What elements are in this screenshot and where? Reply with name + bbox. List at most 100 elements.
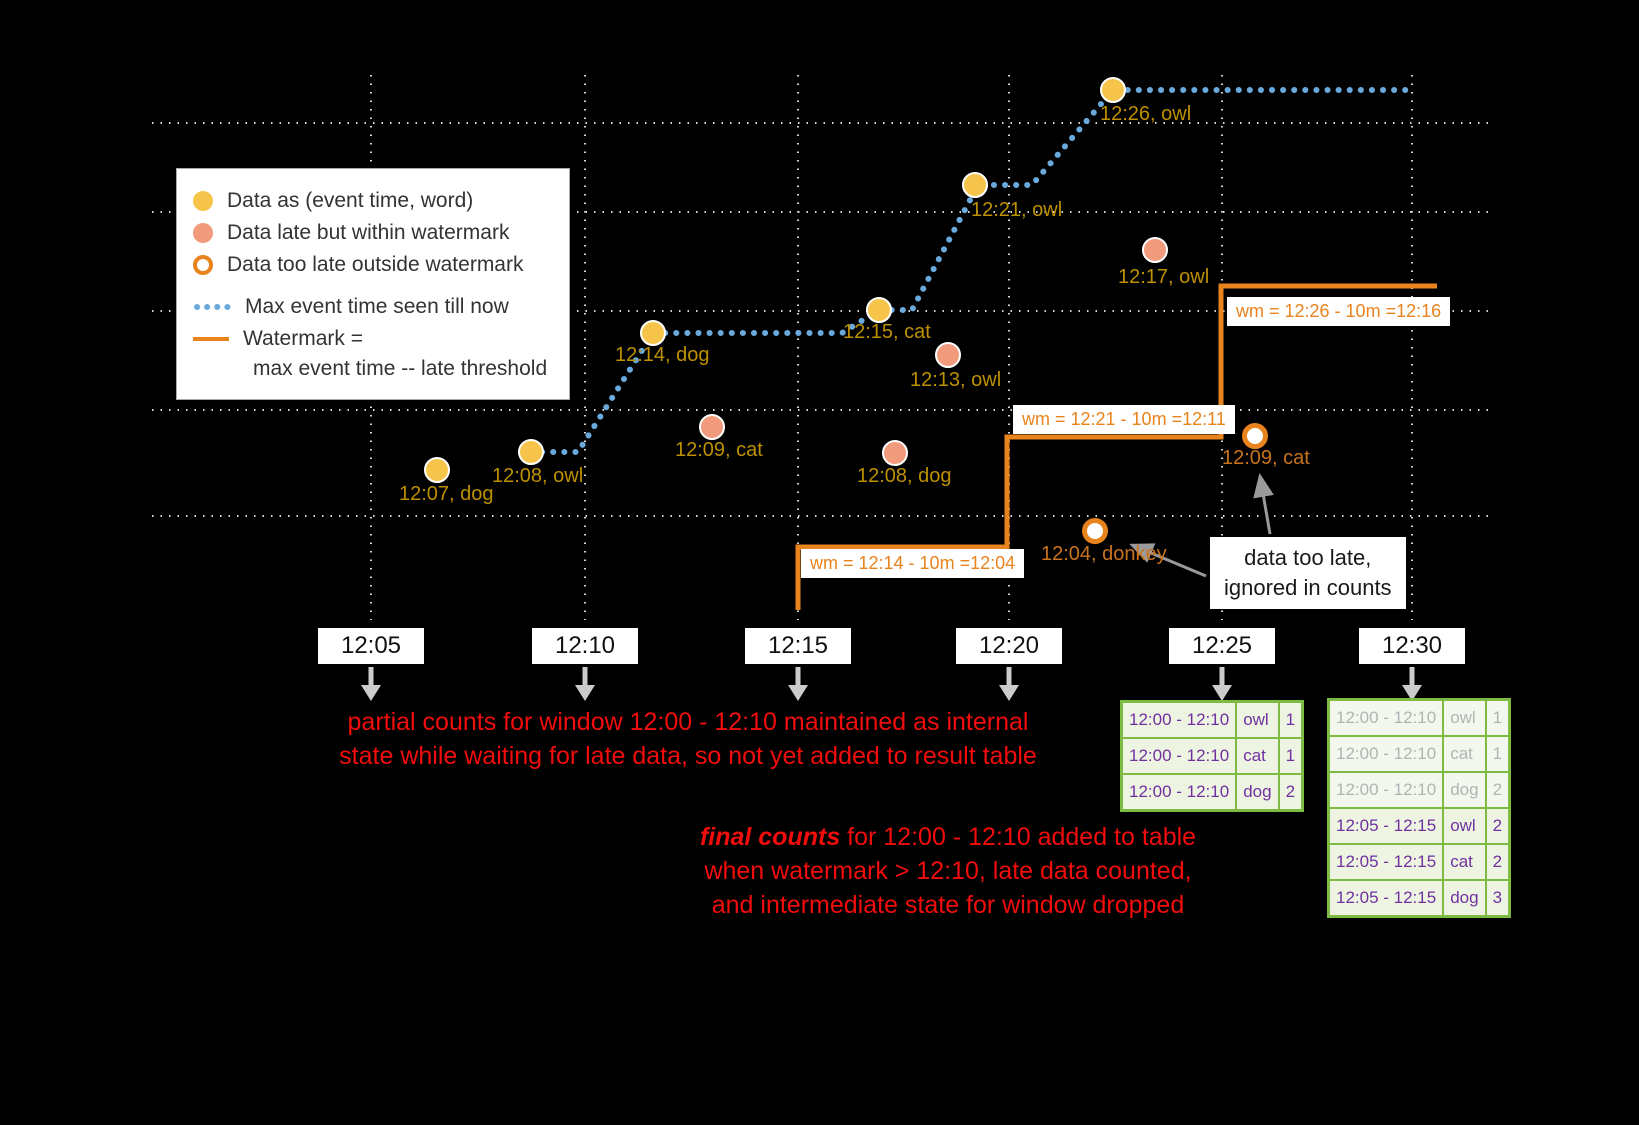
window-cell: 12:00 - 12:10 [1327, 771, 1445, 809]
data-point-late [699, 414, 725, 440]
point-label: 12:08, owl [492, 465, 584, 487]
legend-label-max-event: Max event time seen till now [245, 295, 509, 318]
count-cell: 1 [1277, 737, 1304, 775]
watermark-line [795, 283, 1437, 610]
window-cell: 12:00 - 12:10 [1327, 698, 1445, 737]
data-point-late [1142, 237, 1168, 263]
window-cell: 12:00 - 12:10 [1327, 735, 1445, 773]
axis-tick-1215: 12:15 [745, 628, 851, 664]
legend-label-too-late: Data too late outside watermark [227, 253, 524, 276]
point-label: 12:14, dog [615, 344, 710, 366]
legend: Data as (event time, word) Data late but… [176, 168, 570, 400]
too-late-circle-icon [193, 255, 213, 275]
window-cell: 12:05 - 12:15 [1327, 807, 1445, 845]
data-point-ontime [424, 457, 450, 483]
table-row-previous: 12:00 - 12:10 dog 2 [1327, 771, 1511, 809]
final-counts-line3: and intermediate state for window droppe… [711, 891, 1185, 919]
window-cell: 12:00 - 12:10 [1120, 737, 1238, 775]
window-cell: 12:00 - 12:10 [1120, 700, 1238, 739]
table-row-new: 12:05 - 12:15 dog 3 [1327, 879, 1511, 918]
result-table-1230: 12:00 - 12:10 owl 1 12:00 - 12:10 cat 1 … [1327, 698, 1512, 918]
count-cell: 2 [1484, 807, 1511, 845]
axis-trigger-arrows [361, 667, 1422, 701]
legend-item-ontime: Data as (event time, word) [193, 189, 553, 213]
max-event-time-line [528, 87, 1419, 455]
count-cell: 1 [1484, 735, 1511, 773]
watermark-line-icon [193, 337, 229, 341]
legend-item-watermark-cont: max event time -- late threshold [253, 357, 553, 381]
word-cell: owl [1442, 698, 1487, 737]
window-cell: 12:05 - 12:15 [1327, 843, 1445, 881]
count-cell: 1 [1484, 698, 1511, 737]
result-table-1225: 12:00 - 12:10 owl 1 12:00 - 12:10 cat 1 … [1120, 700, 1305, 812]
point-label: 12:15, cat [843, 321, 931, 343]
legend-item-watermark: Watermark = [193, 327, 553, 351]
too-late-note-line1: data too late, [1244, 545, 1372, 570]
data-point-late [935, 342, 961, 368]
watermark-value-label: wm = 12:26 - 10m =12:16 [1227, 297, 1451, 326]
late-dot-icon [193, 223, 213, 243]
data-point-ontime [518, 439, 544, 465]
ontime-dot-icon [193, 191, 213, 211]
data-point-too-late [1242, 423, 1268, 449]
axis-tick-1205: 12:05 [318, 628, 424, 664]
table-row-previous: 12:00 - 12:10 cat 1 [1327, 735, 1511, 773]
final-counts-line2: when watermark > 12:10, late data counte… [704, 857, 1192, 885]
word-cell: dog [1235, 773, 1280, 812]
legend-item-too-late: Data too late outside watermark [193, 253, 553, 277]
point-label: 12:09, cat [1222, 447, 1310, 469]
data-point-ontime [962, 172, 988, 198]
partial-counts-line1: partial counts for window 12:00 - 12:10 … [347, 708, 1029, 736]
legend-item-late: Data late but within watermark [193, 221, 553, 245]
axis-tick-1210: 12:10 [532, 628, 638, 664]
too-late-note: data too late, ignored in counts [1210, 537, 1406, 609]
point-label: 12:07, dog [399, 483, 494, 505]
table-row-previous: 12:00 - 12:10 owl 1 [1327, 698, 1511, 737]
axis-tick-1225: 12:25 [1169, 628, 1275, 664]
word-cell: dog [1442, 771, 1487, 809]
count-cell: 2 [1277, 773, 1304, 812]
word-cell: cat [1442, 843, 1487, 881]
point-label: 12:08, dog [857, 465, 952, 487]
legend-item-max-event: Max event time seen till now [193, 295, 553, 319]
word-cell: owl [1442, 807, 1487, 845]
watermark-value-label: wm = 12:21 - 10m =12:11 [1013, 405, 1235, 434]
final-counts-line1: final counts for 12:00 - 12:10 added to … [668, 820, 1228, 854]
legend-label-watermark-1: Watermark = [243, 327, 363, 350]
window-cell: 12:05 - 12:15 [1327, 879, 1445, 918]
axis-tick-1230: 12:30 [1359, 628, 1465, 664]
point-label: 12:04, donkey [1041, 543, 1167, 565]
data-point-ontime [866, 297, 892, 323]
partial-counts-line2: state while waiting for late data, so no… [339, 742, 1037, 770]
count-cell: 3 [1484, 879, 1511, 918]
table-row-new: 12:05 - 12:15 cat 2 [1327, 843, 1511, 881]
table-row: 12:00 - 12:10 cat 1 [1120, 737, 1304, 775]
word-cell: owl [1235, 700, 1280, 739]
axis-tick-1220: 12:20 [956, 628, 1062, 664]
point-label: 12:21, owl [971, 199, 1063, 221]
count-cell: 2 [1484, 843, 1511, 881]
legend-label-watermark-2: max event time -- late threshold [253, 357, 548, 380]
point-label: 12:17, owl [1118, 266, 1210, 288]
watermark-value-label: wm = 12:14 - 10m =12:04 [801, 549, 1025, 578]
count-cell: 1 [1277, 700, 1304, 739]
table-row: 12:00 - 12:10 dog 2 [1120, 773, 1304, 812]
window-cell: 12:00 - 12:10 [1120, 773, 1238, 812]
table-row-new: 12:05 - 12:15 owl 2 [1327, 807, 1511, 845]
data-point-ontime [640, 320, 666, 346]
word-cell: cat [1235, 737, 1280, 775]
max-event-line-icon [194, 304, 231, 310]
point-label: 12:09, cat [675, 439, 763, 461]
word-cell: dog [1442, 879, 1487, 918]
partial-counts-annotation: partial counts for window 12:00 - 12:10 … [322, 705, 1054, 773]
table-row: 12:00 - 12:10 owl 1 [1120, 700, 1304, 739]
point-label: 12:26, owl [1100, 103, 1192, 125]
final-counts-line1-rest: for 12:00 - 12:10 added to table [840, 823, 1197, 851]
final-counts-annotation: final counts for 12:00 - 12:10 added to … [668, 820, 1228, 922]
too-late-note-line2: ignored in counts [1224, 575, 1392, 600]
data-point-ontime [1100, 77, 1126, 103]
too-late-pointer-arrows [1129, 473, 1274, 578]
data-point-late [882, 440, 908, 466]
